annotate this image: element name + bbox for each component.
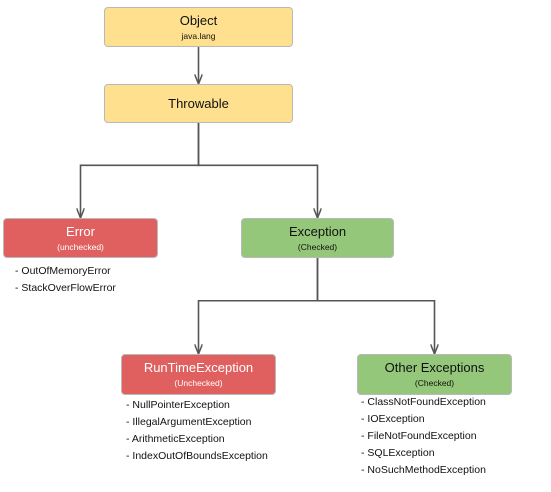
arrow-throwable-to-exception [197,123,318,217]
runtime-exception-title: RunTimeException [143,360,254,375]
object-node: Object java.lang [104,7,293,47]
list-item: - StackOverFlowError [15,282,116,294]
arrow-exception-to-other [316,258,435,353]
list-item: - NullPointerException [126,399,230,411]
arrow-throwable-to-error [81,123,200,217]
throwable-title: Throwable [168,96,229,111]
exception-subtitle: (Checked) [297,241,338,252]
error-title: Error [66,223,95,239]
other-exceptions-subtitle: (Checked) [414,378,455,388]
other-exceptions-title: Other Exceptions [384,360,485,375]
list-item: - IllegalArgumentException [126,416,252,428]
runtime-exception-node: RunTimeException (Unchecked) [121,354,276,395]
runtime-exception-subtitle: (Unchecked) [174,378,223,388]
error-node: Error (unchecked) [3,218,158,258]
list-item: - FileNotFoundException [361,430,477,442]
exception-title: Exception [288,223,347,239]
object-title: Object [179,12,218,28]
list-item: - ClassNotFoundException [361,396,486,408]
throwable-node: Throwable [104,84,293,123]
error-examples-list: - OutOfMemoryError - StackOverFlowError [15,263,116,297]
object-package: java.lang [181,30,216,41]
exception-node: Exception (Checked) [241,218,394,258]
other-exceptions-node: Other Exceptions (Checked) [357,354,512,395]
list-item: - IOException [361,413,425,425]
runtime-exception-examples-list: - NullPointerException - IllegalArgument… [126,397,268,465]
list-item: - OutOfMemoryError [15,265,111,277]
arrow-exception-to-runtime [199,258,319,353]
error-subtitle: (unchecked) [57,241,104,252]
list-item: - IndexOutOfBoundsException [126,450,268,462]
list-item: - ArithmeticException [126,433,225,445]
other-exceptions-examples-list: - ClassNotFoundException - IOException -… [361,394,486,479]
list-item: - NoSuchMethodException [361,464,486,476]
list-item: - SQLException [361,447,435,459]
